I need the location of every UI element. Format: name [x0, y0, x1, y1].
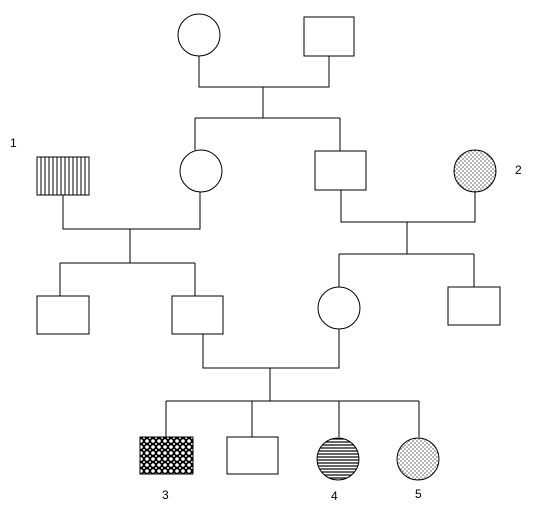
label-individual-1: 1: [10, 136, 17, 150]
gen3-marriage-line: [202, 329, 340, 369]
label-individual-4: 4: [331, 489, 338, 503]
gen2-right-marriage-line: [340, 190, 476, 223]
gen3-female: [317, 286, 361, 330]
gen1-marriage-line: [198, 56, 330, 88]
gen2-left-marriage-line: [62, 192, 201, 230]
gen1-female: [177, 13, 221, 57]
gen2-female: [179, 149, 223, 193]
individual-4-affected-female: [316, 437, 360, 481]
gen4-male: [226, 436, 279, 475]
gen2-male: [314, 150, 367, 191]
label-individual-2: 2: [515, 163, 522, 177]
label-individual-5: 5: [415, 487, 422, 501]
gen1-male: [303, 16, 355, 57]
gen3-male-2: [171, 295, 224, 335]
gen3-male-3: [447, 286, 501, 326]
individual-1-affected-male: [36, 156, 90, 196]
individual-3-affected-male: [139, 436, 194, 475]
label-individual-3: 3: [162, 488, 169, 502]
gen3-male-1: [36, 295, 90, 335]
individual-5-affected-female: [396, 437, 440, 481]
individual-2-affected-female: [453, 149, 497, 193]
